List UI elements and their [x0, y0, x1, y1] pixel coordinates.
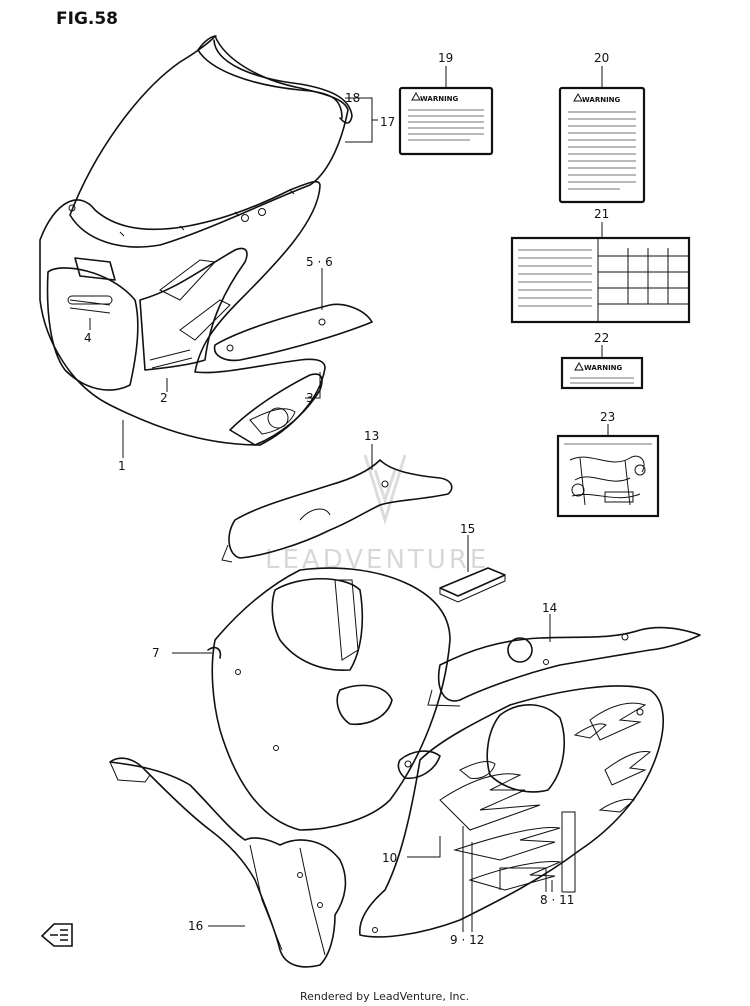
label-18: 18: [345, 91, 360, 105]
pad-15[interactable]: [439, 567, 506, 603]
label-2: 2: [160, 391, 168, 405]
label-13: 13: [364, 429, 379, 443]
label-21: 21: [594, 207, 609, 221]
label-22: 22: [594, 331, 609, 345]
label-15: 15: [460, 522, 475, 536]
figure-title: FIG.58: [56, 9, 118, 29]
label-7: 7: [152, 646, 160, 660]
inner-bracket-13[interactable]: [221, 459, 453, 563]
watermark: LEADVENTURE: [265, 454, 486, 575]
label-9-12: 9 · 12: [450, 933, 484, 947]
warning-decal-22[interactable]: WARNING: [560, 356, 644, 390]
inner-panel-14[interactable]: [427, 626, 701, 707]
footer-credit: Rendered by LeadVenture, Inc.: [300, 990, 469, 1003]
side-cowling-7[interactable]: [207, 567, 451, 831]
info-decal-21[interactable]: [510, 236, 691, 324]
label-8-11: 8 · 11: [540, 893, 574, 907]
inner-panel-5-6[interactable]: [213, 303, 373, 362]
svg-text:WARNING: WARNING: [420, 95, 459, 103]
label-3: 3: [306, 391, 314, 405]
label-20: 20: [594, 51, 609, 65]
label-10: 10: [382, 851, 397, 865]
warning-decal-20[interactable]: WARNING: [558, 86, 646, 204]
lower-cowling-8-11[interactable]: [359, 685, 665, 938]
upper-cowling[interactable]: [39, 180, 326, 446]
label-5-6: 5 · 6: [306, 255, 333, 269]
under-cowl-16[interactable]: [109, 757, 347, 968]
label-19: 19: [438, 51, 453, 65]
windscreen[interactable]: [69, 35, 353, 248]
warning-decal-19[interactable]: WARNING: [398, 86, 494, 156]
svg-text:WARNING: WARNING: [582, 96, 621, 104]
svg-text:WARNING: WARNING: [584, 364, 623, 372]
label-4: 4: [84, 331, 92, 345]
label-16: 16: [188, 919, 203, 933]
label-23: 23: [600, 410, 615, 424]
front-direction-arrow-icon: [40, 923, 73, 947]
leader-lines: [89, 66, 609, 932]
label-17: 17: [380, 115, 395, 129]
callout-labels: 18 17 19 20 21 22 23 5 · 6 4 2 3 1 13 15…: [84, 51, 615, 947]
label-14: 14: [542, 601, 557, 615]
label-1: 1: [118, 459, 126, 473]
routing-decal-23[interactable]: [556, 434, 660, 518]
